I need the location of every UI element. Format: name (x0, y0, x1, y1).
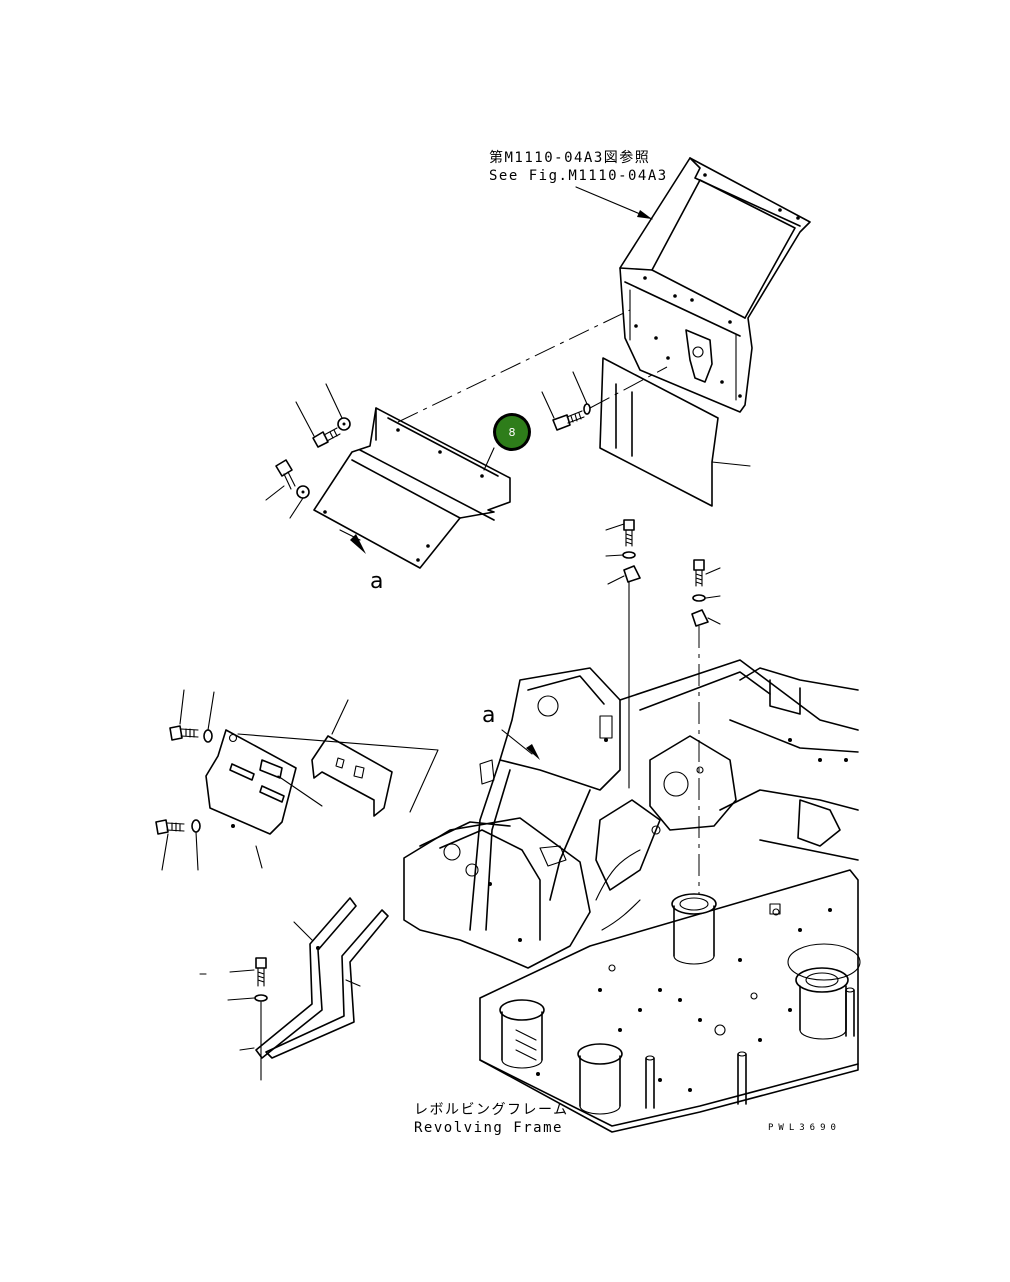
view-letter-upper: a (370, 569, 383, 594)
bracket-bolt-left (605, 519, 641, 789)
frame-label-jp: レボルビングフレーム (414, 1102, 569, 1118)
post-3 (845, 989, 855, 1037)
bolt-front-lower (265, 459, 310, 519)
bolt-rear-cover (541, 366, 668, 431)
pedestal-front (577, 1043, 623, 1115)
front-cover-panel (313, 407, 511, 569)
reference-leader (575, 186, 653, 220)
side-bolt-upper (169, 689, 215, 743)
pedestal-right (787, 943, 861, 1040)
callout-number: 8 (509, 426, 516, 439)
reference-text-en: See Fig.M1110-04A3 (489, 168, 668, 184)
pedestal-left (499, 999, 545, 1069)
bracket-bolt-right (691, 559, 721, 900)
revolving-frame (403, 659, 861, 1133)
alignment-line-1 (397, 309, 631, 423)
rail-bolt (199, 957, 268, 1081)
arrow-icon (501, 729, 540, 760)
rear-cover-plate (599, 357, 751, 507)
frame-label-en: Revolving Frame (414, 1120, 563, 1136)
view-letter-lower: a (482, 703, 495, 728)
post-2 (737, 1053, 747, 1105)
drawing-code: PWL3690 (768, 1123, 841, 1133)
callout-marker-icon[interactable]: 8 (483, 413, 531, 471)
post-1 (645, 1057, 655, 1109)
guide-rail (239, 897, 389, 1059)
side-bolt-lower (155, 819, 201, 871)
reference-text-jp: 第M1110-04A3図参照 (489, 149, 650, 166)
side-cover-plate (205, 729, 439, 869)
callout-marker-fill (496, 416, 528, 448)
side-mount-bracket (311, 699, 393, 817)
pedestal-center (671, 893, 717, 965)
bolt-front-upper (295, 383, 351, 448)
console-frame (619, 157, 811, 413)
